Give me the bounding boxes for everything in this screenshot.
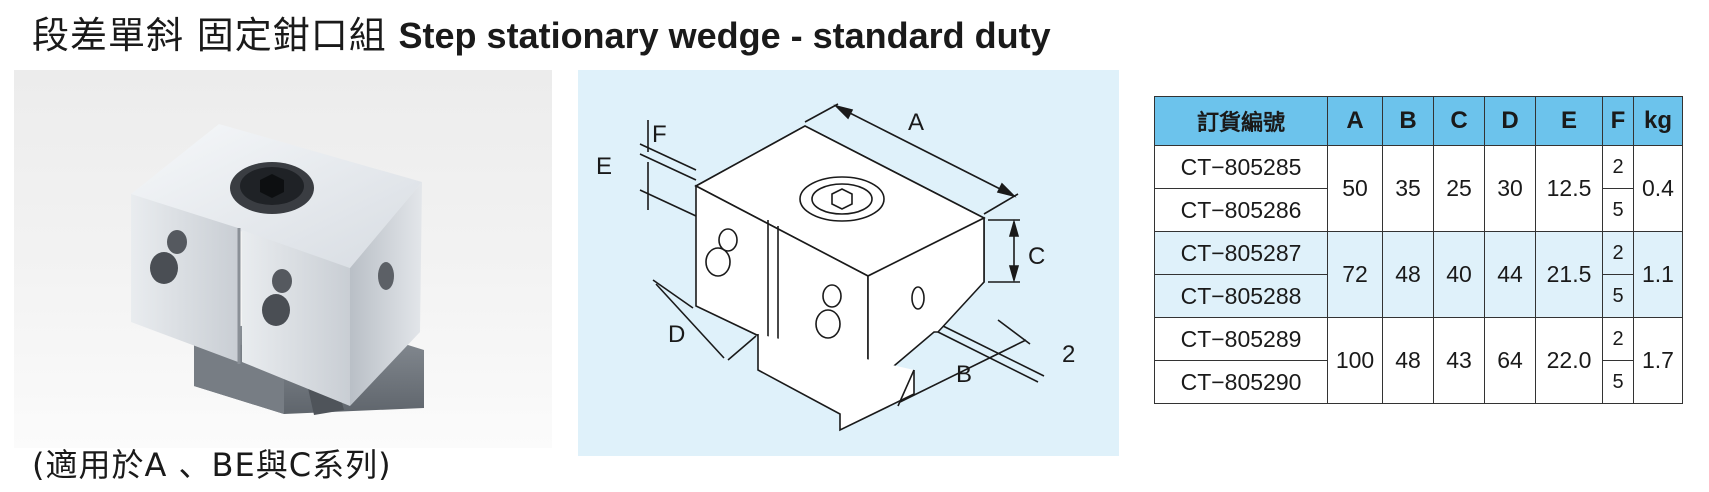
label-d: D [668,321,685,348]
order-code: CT−805285 [1154,145,1328,189]
dim-f: 5 [1602,274,1634,318]
col-order-no: 訂貨編號 [1154,96,1328,146]
dim-a: 50 [1327,145,1383,232]
order-code: CT−805286 [1154,188,1328,232]
spec-table: 訂貨編號 A B C D E F kg CT−805285 50 35 25 3… [1154,96,1683,404]
dim-e: 21.5 [1535,231,1603,318]
dim-e: 22.0 [1535,317,1603,404]
table-row: CT−805290 5 [1154,360,1683,404]
col-d: D [1484,96,1536,146]
table-row: CT−805286 5 [1154,188,1683,232]
col-kg: kg [1633,96,1683,146]
dim-b: 48 [1382,317,1434,404]
order-code: CT−805289 [1154,317,1328,361]
title-english: Step stationary wedge - standard duty [398,15,1051,56]
weight-kg: 0.4 [1633,145,1683,232]
col-b: B [1382,96,1434,146]
dim-f: 2 [1602,317,1634,361]
dim-f: 5 [1602,188,1634,232]
header-row: 訂貨編號 A B C D E F kg [1154,96,1683,146]
dim-d: 64 [1484,317,1536,404]
table-row: CT−805287 72 48 40 44 21.5 2 1.1 [1154,231,1683,318]
dim-c: 25 [1433,145,1485,232]
dim-e: 12.5 [1535,145,1603,232]
label-e: E [596,153,612,180]
label-a: A [908,109,924,136]
dimension-drawing: F E A C D B 2 [578,70,1119,456]
table-row: CT−805285 50 35 25 30 12.5 2 0.4 [1154,145,1683,232]
dim-c: 43 [1433,317,1485,404]
table-row: CT−805289 100 48 43 64 22.0 2 1.7 [1154,317,1683,404]
table-row: CT−805288 5 [1154,274,1683,318]
dim-d: 30 [1484,145,1536,232]
col-a: A [1327,96,1383,146]
label-c: C [1028,243,1045,270]
dim-f: 2 [1602,145,1634,189]
dim-b: 35 [1382,145,1434,232]
dim-a: 100 [1327,317,1383,404]
label-f: F [652,121,667,148]
product-photo [14,70,552,448]
label-2: 2 [1062,341,1075,368]
col-f: F [1602,96,1634,146]
page-title: 段差單斜 固定鉗口組 Step stationary wedge - stand… [32,8,1051,64]
title-chinese: 段差單斜 固定鉗口組 [32,14,387,57]
dim-d: 44 [1484,231,1536,318]
col-c: C [1433,96,1485,146]
weight-kg: 1.1 [1633,231,1683,318]
order-code: CT−805290 [1154,360,1328,404]
weight-kg: 1.7 [1633,317,1683,404]
dim-b: 48 [1382,231,1434,318]
dim-f: 5 [1602,360,1634,404]
order-code: CT−805288 [1154,274,1328,318]
order-code: CT−805287 [1154,231,1328,275]
label-b: B [956,361,972,388]
dim-c: 40 [1433,231,1485,318]
dim-a: 72 [1327,231,1383,318]
dim-f: 2 [1602,231,1634,275]
compatibility-note: (適用於A 、BE與C系列) [32,446,392,484]
col-e: E [1535,96,1603,146]
